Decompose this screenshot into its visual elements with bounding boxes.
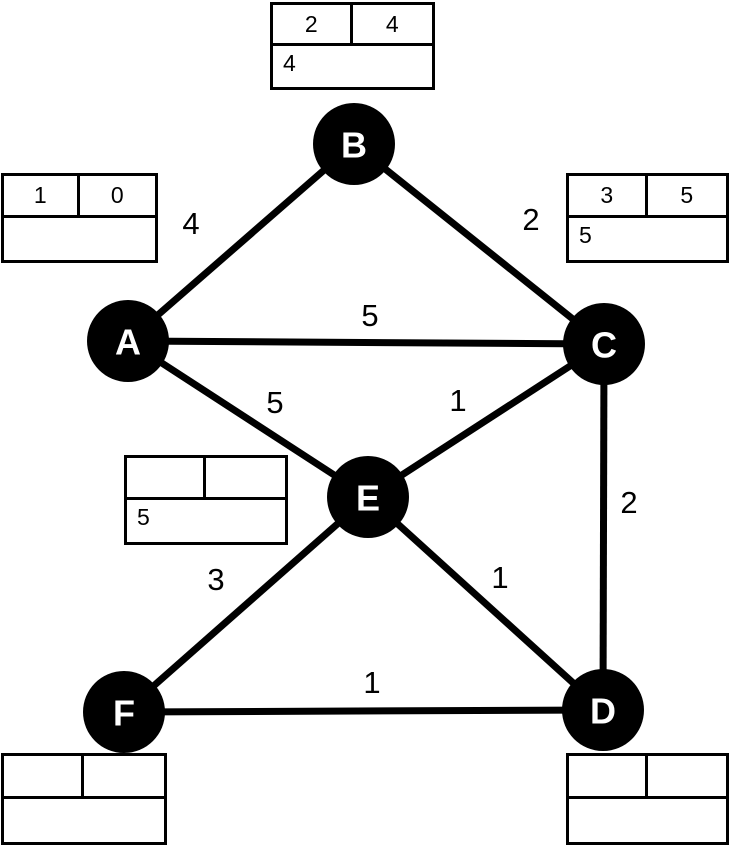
label-table-f-top-row <box>4 756 164 799</box>
edge-weight-c-d: 2 <box>620 485 637 520</box>
label-table-e: 5 <box>124 455 288 545</box>
node-label-f: F <box>113 693 135 734</box>
edge-e-f <box>121 494 371 715</box>
label-table-c-cell-left: 3 <box>569 176 648 215</box>
label-table-e-bottom-row: 5 <box>137 504 150 530</box>
node-e[interactable]: E <box>327 456 409 538</box>
label-table-c-bottom-row: 5 <box>579 222 592 248</box>
edge-weight-a-b: 4 <box>182 206 199 241</box>
edges-layer <box>121 141 608 716</box>
node-circle-d[interactable] <box>562 669 644 751</box>
edge-c-e <box>366 341 606 500</box>
label-table-d-cell-right <box>648 756 727 796</box>
label-table-e-top-row <box>127 458 285 500</box>
node-label-d: D <box>590 691 616 732</box>
node-label-c: C <box>591 325 617 366</box>
node-c[interactable]: C <box>563 303 645 385</box>
node-circle-b[interactable] <box>313 103 395 185</box>
edge-f-d <box>123 706 604 716</box>
node-circle-c[interactable] <box>563 303 645 385</box>
edge-weight-a-e: 5 <box>266 385 283 420</box>
label-table-a-cell-left: 1 <box>4 176 80 215</box>
node-d[interactable]: D <box>562 669 644 751</box>
node-circle-e[interactable] <box>327 456 409 538</box>
node-a[interactable]: A <box>87 300 169 382</box>
label-table-f <box>1 753 167 845</box>
label-table-b-bottom-row: 4 <box>283 50 296 76</box>
label-table-e-cell-left <box>127 458 206 497</box>
label-table-d-bottom-row <box>569 799 726 842</box>
edge-weight-f-d: 1 <box>363 665 380 700</box>
node-b[interactable]: B <box>313 103 395 185</box>
label-table-f-bottom-row <box>4 799 164 842</box>
node-label-a: A <box>115 322 141 363</box>
edge-c-d <box>599 343 608 711</box>
label-table-b-cell-right: 4 <box>385 10 399 37</box>
node-circle-f[interactable] <box>83 671 165 753</box>
label-table-f-cell-left <box>4 756 84 796</box>
label-table-d-cell-left <box>569 756 648 796</box>
edge-weights-layer: 4 2 5 5 1 2 3 1 1 <box>182 202 637 700</box>
node-label-b: B <box>341 125 367 166</box>
edge-weight-b-c: 2 <box>522 202 539 237</box>
edge-a-e <box>126 338 370 500</box>
edge-weight-a-c: 5 <box>361 298 378 333</box>
edge-e-d <box>365 494 606 713</box>
edge-b-c <box>351 141 607 347</box>
edge-a-b <box>125 141 357 344</box>
label-table-f-cell-right <box>84 756 164 796</box>
node-f[interactable]: F <box>83 671 165 753</box>
edge-a-c <box>127 337 605 348</box>
label-table-a-bottom-row <box>4 218 155 260</box>
label-table-c-cell-right: 5 <box>680 182 694 208</box>
node-label-e: E <box>356 478 380 519</box>
label-table-d-top-row <box>569 756 726 799</box>
edge-weight-e-d: 1 <box>491 560 508 595</box>
label-table-b-cell-left: 2 <box>273 5 353 43</box>
edge-weight-e-f: 3 <box>207 562 224 597</box>
nodes-layer: A B C D E F <box>83 103 645 753</box>
label-table-d <box>566 753 729 845</box>
edge-weight-c-e: 1 <box>449 383 466 418</box>
node-circle-a[interactable] <box>87 300 169 382</box>
label-table-a-cell-right: 0 <box>110 182 124 208</box>
label-table-e-cell-right <box>206 458 285 497</box>
